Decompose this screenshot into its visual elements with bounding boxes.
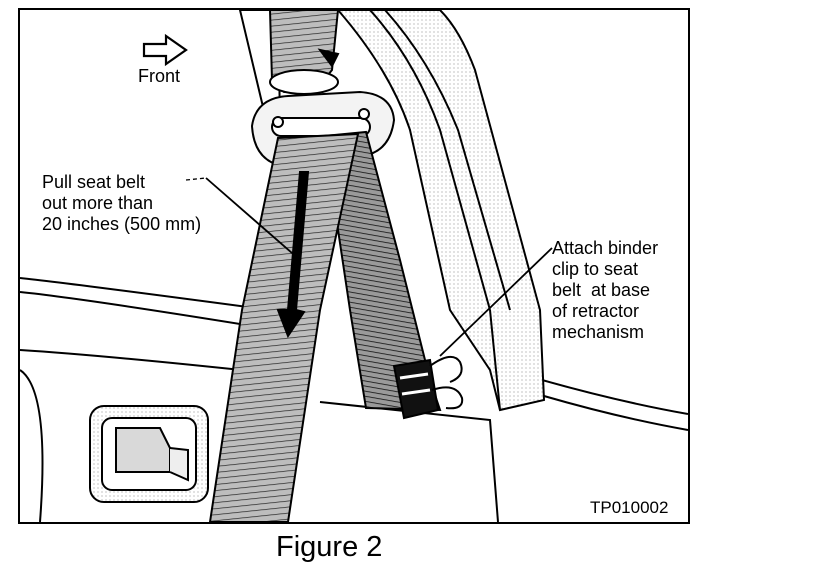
leader-lines [185,177,553,357]
binder-clip [392,355,464,420]
front-direction-arrow [142,33,188,67]
seat-belt-illustration [20,10,688,522]
figure-code: TP010002 [590,498,669,517]
front-label: Front [138,66,181,86]
door-handle [89,405,209,503]
figure-frame: Front Pull seat belt out more than 20 in… [18,8,690,524]
binder-clip-label: Attach binder clip to seat belt at base … [552,238,659,342]
b-pillar [238,10,546,412]
figure-caption: Figure 2 [276,531,383,563]
pull-seat-belt-label: Pull seat belt out more than 20 inches (… [42,172,202,234]
upper-belt [268,10,340,95]
